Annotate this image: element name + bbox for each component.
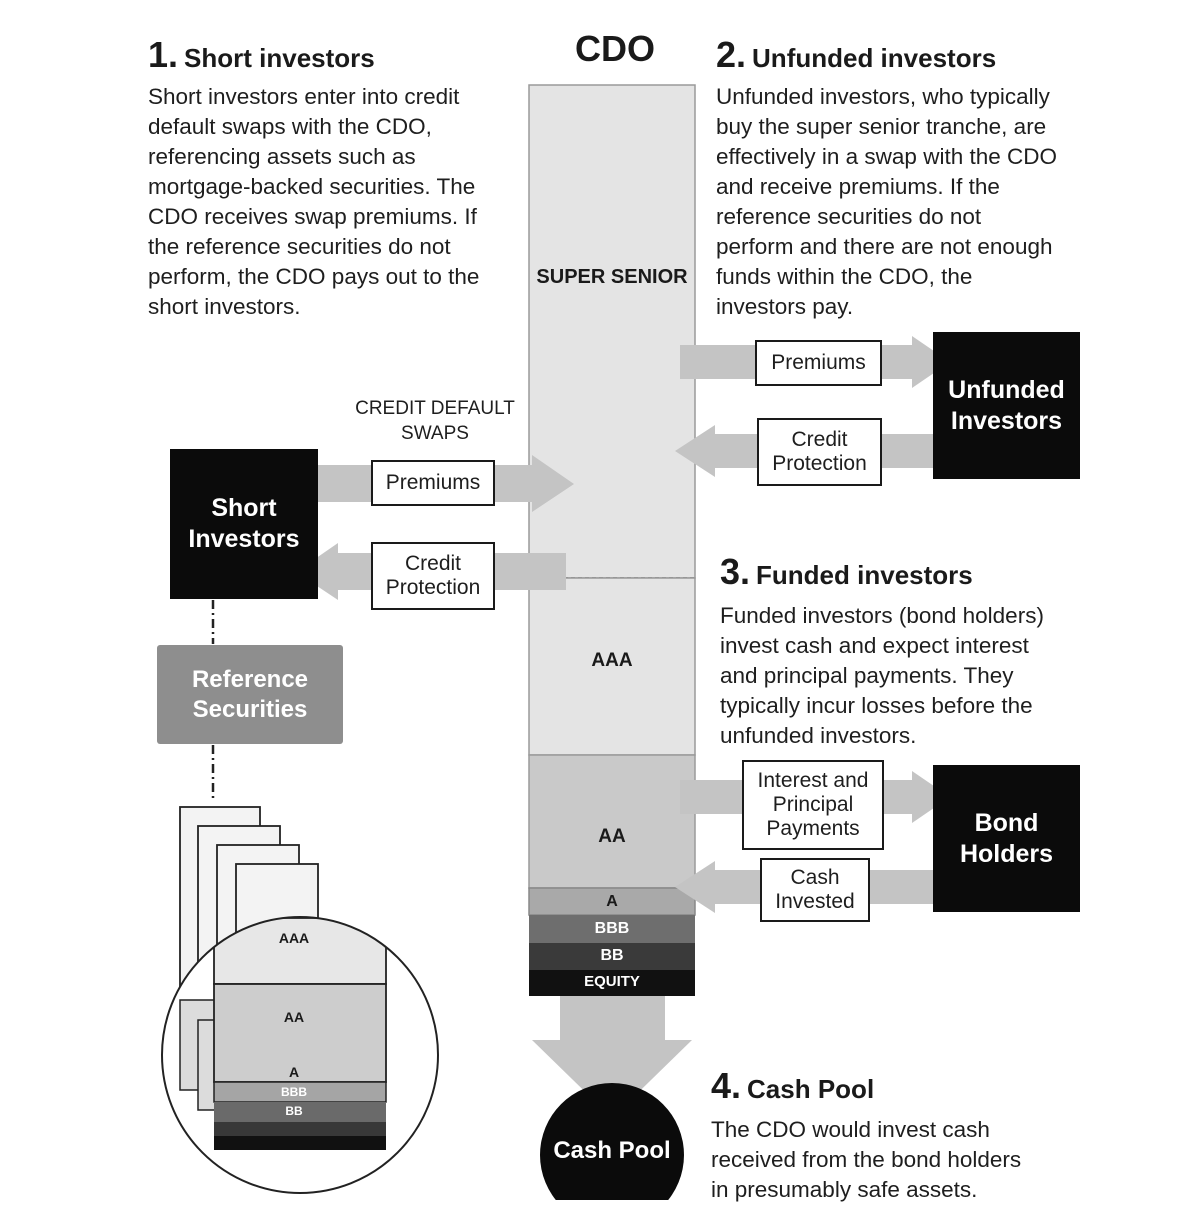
section-4-body: The CDO would invest cash received from … [711, 1117, 1022, 1202]
cash-pool-down-arrow [532, 996, 692, 1118]
section-3-title: Funded investors [756, 560, 973, 590]
section-1-number: 1. [148, 34, 179, 75]
section-1-body: Short investors enter into credit defaul… [148, 84, 480, 319]
cash-invested-label: Cash Invested [760, 858, 870, 922]
section-3-number: 3. [720, 551, 751, 592]
section-3-body: Funded investors (bond holders) invest c… [720, 603, 1044, 748]
tranche-label-equity: EQUITY [584, 973, 640, 990]
zoom-label-a: A [288, 1064, 300, 1080]
tranche-label-aa: AA [598, 826, 626, 847]
tranche-super-senior [528, 84, 696, 579]
cdo-title: CDO [575, 28, 655, 69]
tranche-bbb [529, 915, 695, 943]
right-credit-protection-label: Credit Protection [757, 418, 882, 486]
tranche-label-a: A [606, 893, 618, 910]
section-2-heading: 2.Unfunded investors [716, 34, 996, 76]
section-1-title: Short investors [184, 43, 375, 73]
short-investors-box: Short Investors [170, 449, 318, 599]
cash-pool-label: Cash Pool [553, 1137, 671, 1164]
tranche-aaa [528, 577, 696, 756]
tranche-label-bbb: BBB [594, 920, 630, 937]
reference-securities-box: Reference Securities [157, 645, 343, 744]
cdo-column [528, 84, 696, 996]
tranche-label-bb: BB [600, 947, 624, 964]
section-3-heading: 3.Funded investors [720, 551, 973, 593]
section-2-number: 2. [716, 34, 747, 75]
cash-pool-circle [540, 1083, 684, 1200]
unfunded-investors-box: Unfunded Investors [933, 332, 1080, 479]
tranche-bb [529, 943, 695, 970]
cds-caption: CREDIT DEFAULT SWAPS [355, 398, 515, 444]
section-4-heading: 4.Cash Pool [711, 1065, 874, 1107]
zoom-label-aa: AA [283, 1009, 305, 1025]
left-credit-protection-label: Credit Protection [371, 542, 495, 610]
zoom-label-bbb: BBB [281, 1085, 307, 1099]
tranche-a [528, 887, 696, 916]
section-4-number: 4. [711, 1065, 742, 1106]
section-2-body: Unfunded investors, who typically buy th… [716, 84, 1057, 319]
tranche-aa [528, 754, 696, 889]
zoom-label-aaa: AAA [278, 930, 310, 946]
bond-holders-box: Bond Holders [933, 765, 1080, 912]
left-premiums-label: Premiums [371, 460, 495, 506]
tranche-label-super-senior: SUPER SENIOR [536, 266, 688, 288]
interest-principal-label: Interest and Principal Payments [742, 760, 884, 850]
tranche-label-aaa: AAA [591, 650, 633, 671]
section-1-heading: 1.Short investors [148, 34, 375, 76]
section-4-title: Cash Pool [747, 1074, 875, 1104]
tranche-equity [529, 970, 695, 996]
zoom-circle [161, 916, 439, 1194]
section-2-title: Unfunded investors [752, 43, 997, 73]
right-premiums-label: Premiums [755, 340, 882, 386]
zoom-label-bb: BB [285, 1104, 303, 1118]
